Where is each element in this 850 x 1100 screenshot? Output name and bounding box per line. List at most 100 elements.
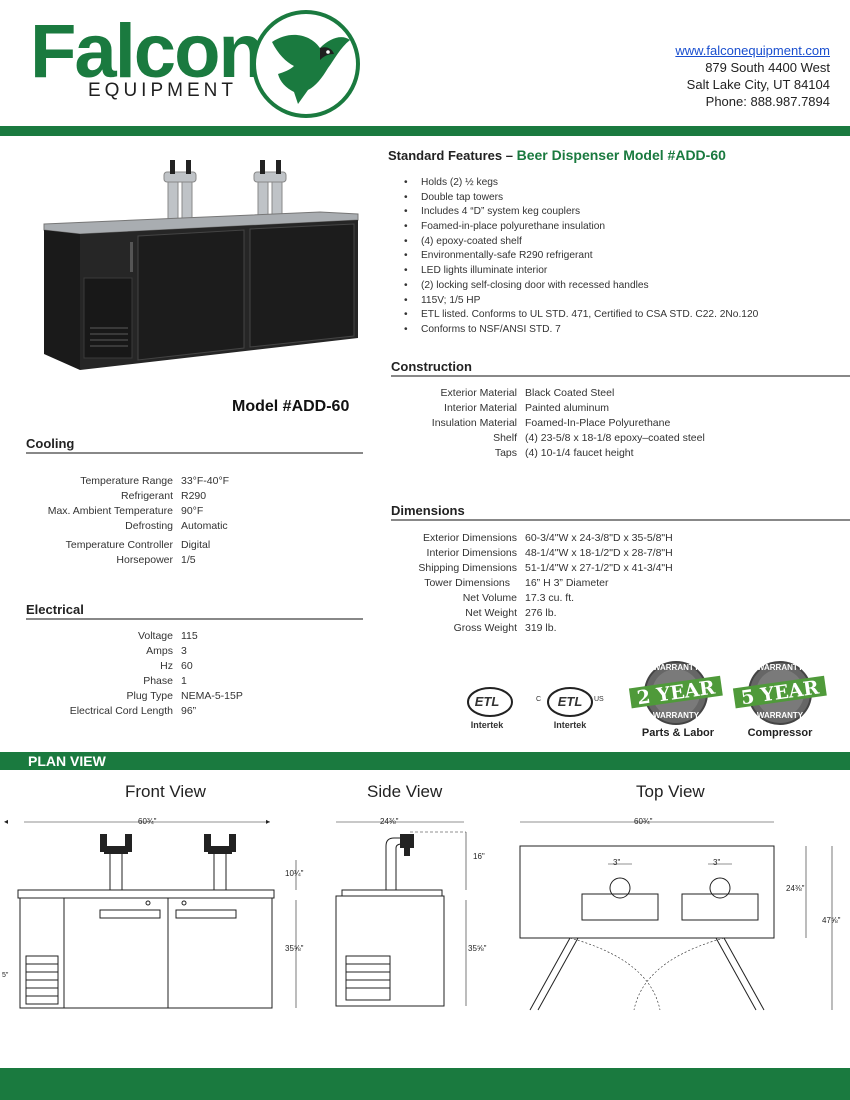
list-item: (2) locking self-closing door with reces… — [404, 279, 758, 294]
header-divider — [0, 126, 850, 136]
spec-label: Exterior Material — [440, 387, 517, 399]
spec-row: Refrigerant R290 — [26, 489, 229, 504]
list-item: Holds (2) ½ kegs — [404, 176, 758, 191]
top-view-drawing — [519, 821, 833, 1011]
etl-text: ETL — [474, 694, 500, 709]
etl-text-2: ETL — [557, 694, 583, 709]
front-width-dim: 60¾" — [138, 817, 157, 826]
spec-value: Digital — [181, 539, 211, 551]
etl-mark: ETL Intertek — [462, 686, 518, 730]
spec-row: Exterior Material Black Coated Steel — [391, 386, 705, 401]
list-item: (4) epoxy-coated shelf — [404, 235, 758, 250]
spec-row: Temperature Controller Digital — [26, 538, 229, 553]
list-item: ETL listed. Conforms to UL STD. 471, Cer… — [404, 308, 758, 323]
spec-label: Shelf — [493, 432, 517, 444]
warranty-caption-compressor: Compressor — [747, 727, 813, 739]
front-tower-dim: 10¼" — [285, 869, 304, 878]
spec-value: 319 lb. — [525, 622, 557, 634]
spec-value: R290 — [181, 490, 207, 502]
address-line-2: Salt Lake City, UT 84104 — [686, 77, 830, 92]
footer-bar — [0, 1068, 850, 1100]
intertek-label-2: Intertek — [553, 720, 587, 730]
front-view-drawing: ◂ ▸ — [4, 817, 297, 1009]
cooling-header: Cooling — [26, 436, 363, 454]
spec-label: Temperature Controller — [65, 539, 173, 551]
standard-features-model: Beer Dispenser Model #ADD-60 — [516, 147, 726, 163]
front-view-title: Front View — [125, 782, 206, 801]
top-width-dim: 60¾" — [634, 817, 653, 826]
spec-value: Black Coated Steel — [525, 387, 615, 399]
construction-header: Construction — [391, 359, 850, 377]
spec-label: Phase — [143, 675, 173, 687]
standard-features-list: Holds (2) ½ kegs Double tap towers Inclu… — [404, 176, 758, 338]
spec-value: 17.3 cu. ft. — [525, 592, 575, 604]
list-item: 115V; 1/5 HP — [404, 294, 758, 309]
spec-label: Exterior Dimensions — [423, 532, 517, 544]
spec-row: Amps 3 — [26, 644, 243, 659]
website-link[interactable]: www.falconequipment.com — [675, 43, 830, 58]
spec-label: Temperature Range — [80, 475, 173, 487]
spec-value: 96” — [181, 705, 197, 717]
c-mark: C — [536, 696, 542, 703]
spec-value: NEMA-5-15P — [181, 690, 243, 702]
warranty-bottom-text: WARRANTY — [652, 711, 700, 720]
phone-number: Phone: 888.987.7894 — [705, 94, 830, 109]
spec-label: Amps — [146, 645, 173, 657]
us-mark: US — [594, 696, 604, 703]
electrical-header: Electrical — [26, 602, 363, 620]
spec-label: Gross Weight — [453, 622, 517, 634]
spec-value: 1/5 — [181, 554, 196, 566]
c-etl-us-logo-icon — [547, 687, 593, 717]
spec-value: Painted aluminum — [525, 402, 610, 414]
spec-label: Tower Dimensions — [424, 577, 510, 589]
spec-value: 3 — [181, 645, 187, 657]
spec-label: Refrigerant — [121, 490, 173, 502]
address-line-1: 879 South 4400 West — [705, 60, 830, 75]
warranty-badge-2-year: WARRANTY 2 YEAR WARRANTY — [628, 660, 724, 726]
top-depth-dim: 24⅜" — [786, 884, 805, 893]
plan-view-title: PLAN VIEW — [28, 753, 106, 769]
construction-specs: Exterior Material Black Coated Steel Inte… — [391, 386, 705, 461]
brand-name: Falcon — [30, 9, 265, 94]
contact-block: www.falconequipment.com 879 South 4400 W… — [675, 42, 830, 110]
warranty-seal-icon — [732, 661, 827, 725]
standard-features-prefix: Standard Features – — [388, 148, 517, 163]
spec-label: Hz — [160, 660, 173, 672]
brand-logo-text: Falcon — [30, 14, 265, 90]
spec-label: Plug Type — [126, 690, 173, 702]
plan-view-bar — [0, 752, 850, 770]
list-item: Environmentally-safe R290 refrigerant — [404, 249, 758, 264]
brand-subtitle: EQUIPMENT — [88, 80, 237, 101]
side-depth-dim: 24⅜" — [380, 817, 399, 826]
spec-label: Net Volume — [462, 592, 517, 604]
spec-label: Defrosting — [125, 520, 173, 532]
top-tower-dia-left: 3" — [613, 858, 621, 867]
spec-label: Taps — [494, 447, 517, 459]
side-tower-dim: 16" — [473, 852, 485, 861]
spec-row: Taps(4) 10-1/4 faucet height — [391, 446, 705, 461]
warranty-top-text: WARRANTY — [756, 663, 804, 672]
list-item: Foamed-in-place polyurethane insulation — [404, 220, 758, 235]
spec-row: Net Volume 17.3 cu. ft. — [391, 591, 673, 606]
spec-row: Phase 1 — [26, 674, 243, 689]
spec-value: 16” H 3” Diameter — [525, 577, 609, 589]
spec-value: 1 — [181, 675, 187, 687]
spec-value: Foamed-In-Place Polyurethane — [525, 417, 671, 429]
warranty-badge-5-year: WARRANTY 5 YEAR WARRANTY — [732, 660, 828, 726]
warranty-caption-parts: Parts & Labor — [641, 727, 715, 739]
front-side-note: 5" — [2, 972, 9, 979]
spec-row: Shelf(4) 23-5/8 x 18-1/8 epoxy–coated st… — [391, 431, 705, 446]
list-item: LED lights illuminate interior — [404, 264, 758, 279]
spec-value: 51-1/4"W x 27-1/2"D x 41-3/4"H — [525, 562, 673, 574]
